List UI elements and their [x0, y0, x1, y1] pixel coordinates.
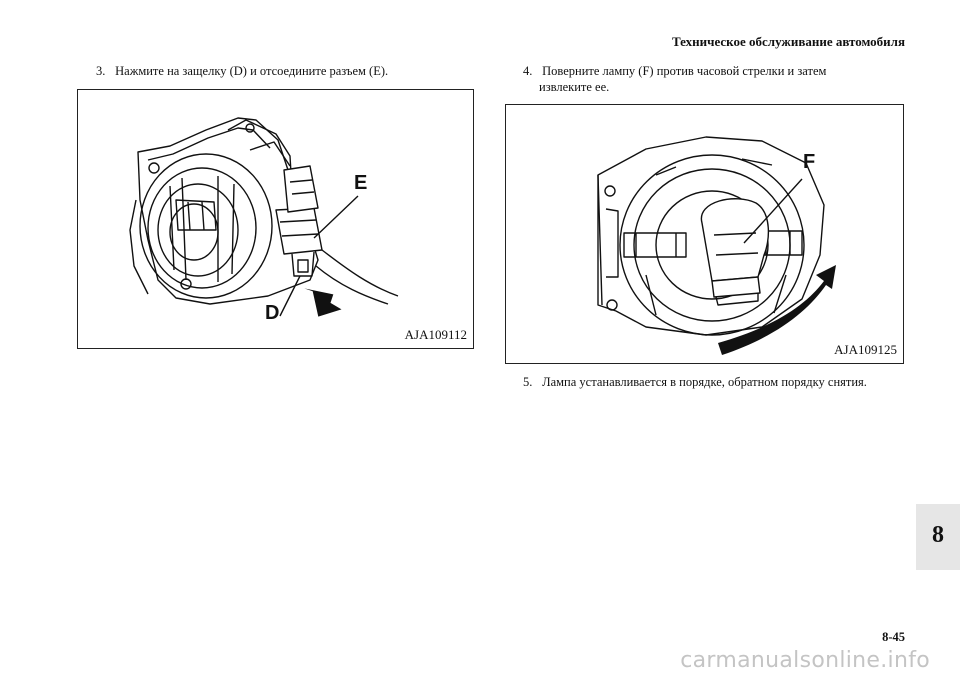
step-4: 4. Поверните лампу (F) против часовой ст… [523, 63, 826, 95]
page-number: 8-45 [882, 630, 905, 644]
page-header-title: Техническое обслуживание автомобиля [671, 34, 905, 49]
figure-bulb-removal: F AJA109125 [505, 104, 904, 364]
figure-connector-removal: E D AJA109112 [77, 89, 474, 349]
step-5: 5. Лампа устанавливается в порядке, обра… [523, 374, 867, 390]
callout-f: F [803, 151, 816, 173]
section-tab: 8 [916, 504, 960, 570]
step-number: 5. [523, 375, 533, 389]
figure-code: AJA109112 [404, 327, 467, 342]
callout-e: E [354, 172, 368, 194]
connector-illustration [129, 117, 399, 317]
step-text: Нажмите на защелку (D) и отсоедините раз… [115, 64, 389, 78]
step-text-line-2: извлеките ее. [539, 80, 610, 94]
section-tab-label: 8 [932, 522, 944, 548]
figure-code: AJA109125 [834, 342, 897, 357]
step-3: 3. Нажмите на защелку (D) и отсоедините … [96, 63, 388, 79]
callout-d: D [265, 302, 280, 324]
step-number: 3. [96, 64, 106, 78]
step-number: 4. [523, 64, 533, 78]
step-text: Лампа устанавливается в порядке, обратно… [542, 375, 867, 389]
step-text-line-1: Поверните лампу (F) против часовой стрел… [542, 64, 827, 78]
bulb-illustration [597, 136, 836, 355]
watermark: carmanualsonline.info [680, 648, 930, 673]
